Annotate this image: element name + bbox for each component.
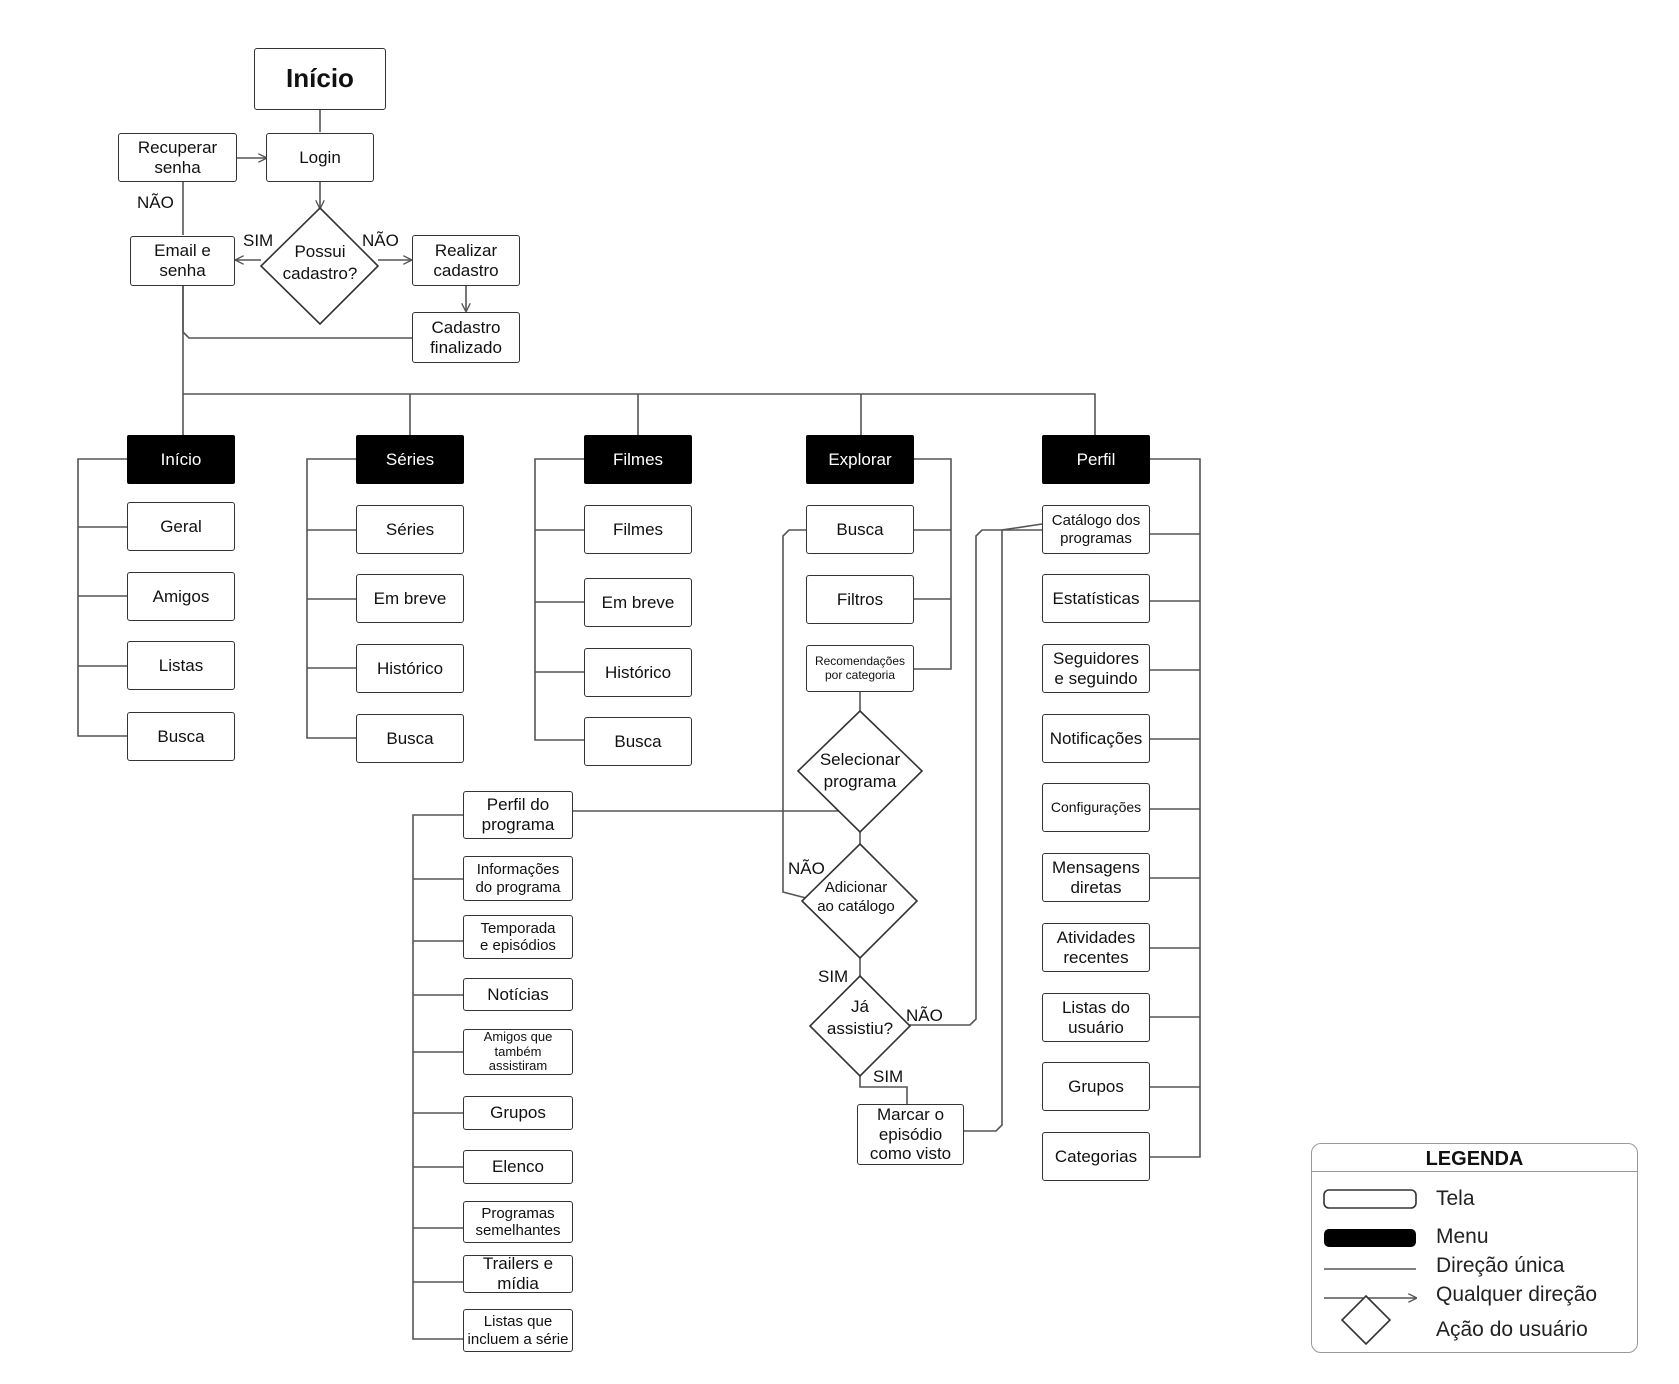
legend-divider — [1312, 1171, 1637, 1172]
legend-item-screen: Tela — [1436, 1187, 1475, 1210]
program-profile-item-2[interactable]: Notícias — [463, 978, 573, 1011]
submenu-item-0-3[interactable]: Busca — [127, 712, 235, 761]
program-profile-item-3[interactable]: Amigos que também assistiram — [463, 1029, 573, 1075]
perfil-item-4[interactable]: Configurações — [1042, 783, 1150, 832]
label-yes-email: SIM — [243, 231, 274, 250]
label-yes-watched: SIM — [873, 1067, 904, 1086]
recover-password-screen[interactable]: Recuperar senha — [118, 133, 237, 182]
submenu-item-0-2[interactable]: Listas — [127, 641, 235, 690]
program-profile-item-4[interactable]: Grupos — [463, 1096, 573, 1130]
legend-item-user-action: Ação do usuário — [1436, 1318, 1588, 1341]
submenu-item-1-3[interactable]: Busca — [356, 714, 464, 763]
program-profile-item-5[interactable]: Elenco — [463, 1150, 573, 1184]
submenu-item-0-0[interactable]: Geral — [127, 502, 235, 551]
start-screen[interactable]: Início — [254, 48, 386, 110]
perfil-item-2[interactable]: Seguidores e seguindo — [1042, 644, 1150, 693]
decision-account-text: Possui cadastro? — [282, 241, 358, 283]
submenu-item-1-1[interactable]: Em breve — [356, 574, 464, 623]
submenu-item-1-0[interactable]: Séries — [356, 505, 464, 554]
menu-perfil[interactable]: Perfil — [1042, 435, 1150, 484]
program-profile-item-8[interactable]: Listas que incluem a série — [463, 1309, 573, 1352]
perfil-item-3[interactable]: Notificações — [1042, 714, 1150, 763]
legend-item-menu: Menu — [1436, 1225, 1489, 1248]
program-profile-item-7[interactable]: Trailers e mídia — [463, 1254, 573, 1293]
submenu-item-0-1[interactable]: Amigos — [127, 572, 235, 621]
submenu-item-3-1[interactable]: Filtros — [806, 575, 914, 624]
label-yes-add: SIM — [818, 967, 849, 986]
email-password-screen[interactable]: Email e senha — [130, 236, 235, 286]
menu-inicio[interactable]: Início — [127, 435, 235, 484]
register-screen[interactable]: Realizar cadastro — [412, 235, 520, 286]
label-no-add: NÃO — [788, 859, 825, 878]
program-profile-item-6[interactable]: Programas semelhantes — [463, 1201, 573, 1243]
submenu-item-3-2[interactable]: Recomendações por categoria — [806, 645, 914, 692]
program-profile-item-0[interactable]: Informações do programa — [463, 856, 573, 901]
program-profile-screen[interactable]: Perfil do programa — [463, 791, 573, 839]
perfil-item-8[interactable]: Grupos — [1042, 1062, 1150, 1111]
submenu-item-3-0[interactable]: Busca — [806, 505, 914, 554]
legend-item-any-direction: Qualquer direção — [1436, 1283, 1598, 1306]
legend: LEGENDA Tela Menu Direção única Qualquer… — [1311, 1143, 1638, 1353]
label-no-watched: NÃO — [906, 1006, 943, 1025]
perfil-item-0[interactable]: Catálogo dos programas — [1042, 505, 1150, 554]
mark-episode-screen[interactable]: Marcar o episódio como visto — [857, 1104, 964, 1165]
label-no-register: NÃO — [362, 231, 399, 250]
submenu-item-2-3[interactable]: Busca — [584, 717, 692, 766]
program-profile-item-1[interactable]: Temporada e episódios — [463, 915, 573, 959]
login-screen[interactable]: Login — [266, 133, 374, 182]
decision-watched-text: Já assistiu? — [826, 996, 894, 1038]
perfil-item-5[interactable]: Mensagens diretas — [1042, 853, 1150, 902]
perfil-item-1[interactable]: Estatísticas — [1042, 574, 1150, 623]
registration-complete-screen[interactable]: Cadastro finalizado — [412, 312, 520, 363]
submenu-item-1-2[interactable]: Histórico — [356, 644, 464, 693]
submenu-item-2-1[interactable]: Em breve — [584, 578, 692, 627]
submenu-item-2-0[interactable]: Filmes — [584, 505, 692, 554]
perfil-item-6[interactable]: Atividades recentes — [1042, 923, 1150, 972]
decision-add-text: Adicionar ao catálogo — [817, 878, 895, 916]
menu-series[interactable]: Séries — [356, 435, 464, 484]
legend-title: LEGENDA — [1425, 1148, 1524, 1170]
decision-select-text: Selecionar programa — [819, 749, 901, 791]
submenu-item-2-2[interactable]: Histórico — [584, 648, 692, 697]
menu-filmes[interactable]: Filmes — [584, 435, 692, 484]
perfil-item-9[interactable]: Categorias — [1042, 1132, 1150, 1181]
legend-screen-symbol — [1323, 1189, 1639, 1346]
perfil-item-7[interactable]: Listas do usuário — [1042, 993, 1150, 1042]
legend-item-one-way: Direção única — [1436, 1254, 1565, 1277]
menu-explorar[interactable]: Explorar — [806, 435, 914, 484]
label-no-recover: NÃO — [137, 193, 174, 212]
